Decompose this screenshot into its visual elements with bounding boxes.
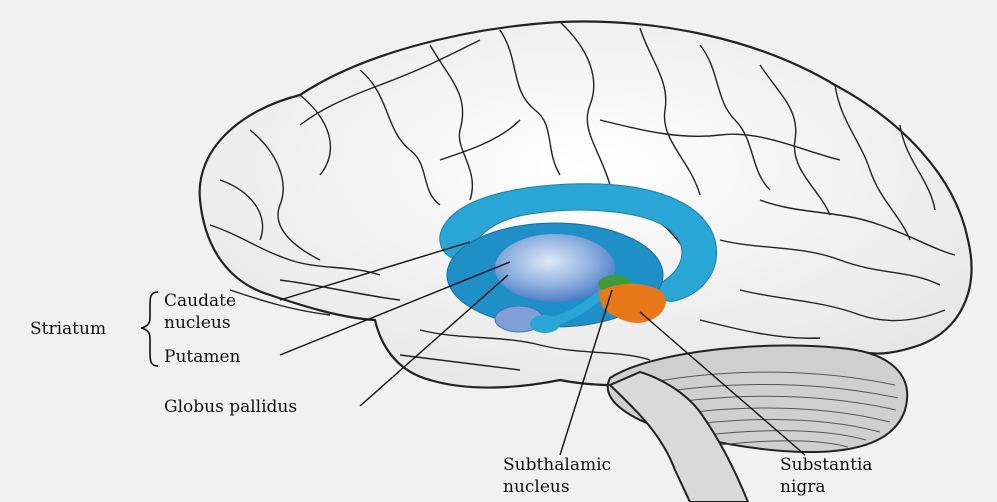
label-substantia-line2: nigra: [780, 477, 826, 497]
label-caudate-line2: nucleus: [164, 313, 231, 333]
label-striatum: Striatum: [30, 319, 106, 339]
label-substantia-line1: Substantia: [780, 455, 873, 475]
label-globus-pallidus: Globus pallidus: [164, 397, 297, 417]
label-subthalamic-line1: Subthalamic: [503, 455, 611, 475]
striatum-brace: [141, 292, 158, 366]
label-subthalamic-line2: nucleus: [503, 477, 570, 497]
label-caudate-line1: Caudate: [164, 291, 236, 311]
label-putamen: Putamen: [164, 347, 241, 367]
